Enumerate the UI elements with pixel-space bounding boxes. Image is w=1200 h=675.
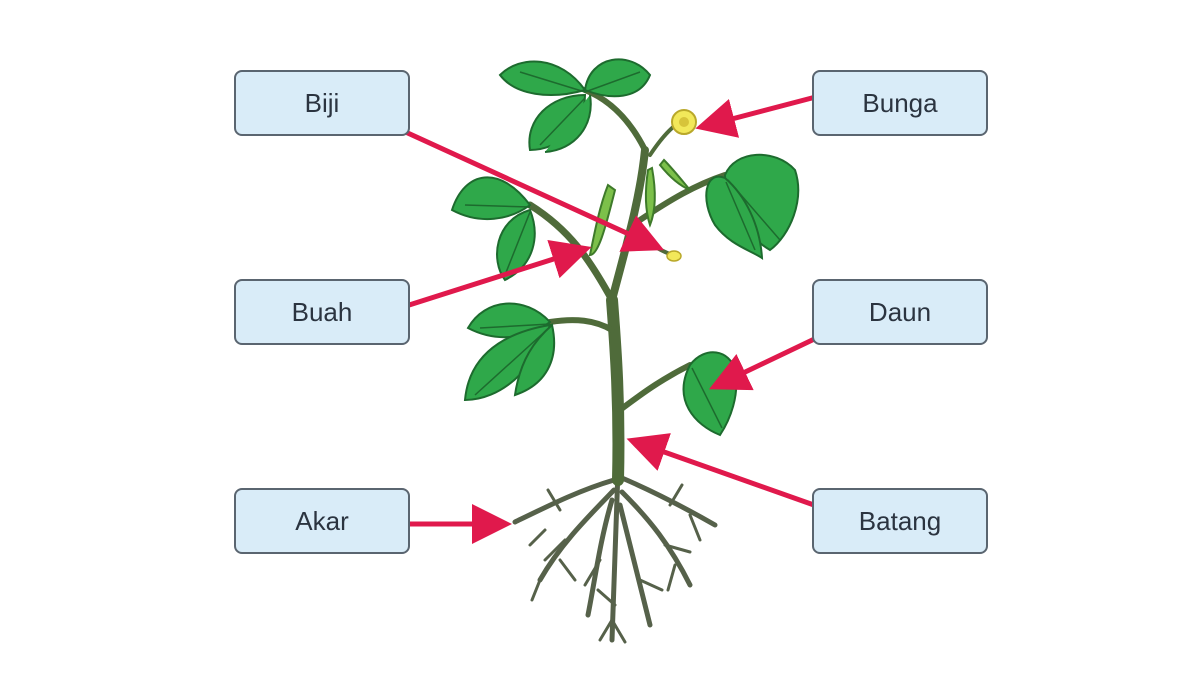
label-batang: Batang	[812, 488, 988, 554]
label-buah: Buah	[234, 279, 410, 345]
leaves	[450, 58, 800, 437]
label-daun: Daun	[812, 279, 988, 345]
label-biji-text: Biji	[304, 87, 340, 118]
label-biji: Biji	[234, 70, 410, 136]
label-daun-text: Daun	[868, 296, 932, 327]
label-bunga: Bunga	[812, 70, 988, 136]
arrow-buah	[381, 240, 592, 316]
flower	[671, 109, 697, 135]
label-akar-text: Akar	[295, 505, 349, 536]
roots	[512, 467, 718, 644]
arrow-batang	[626, 433, 831, 513]
label-batang-text: Batang	[858, 505, 942, 536]
seed	[666, 250, 682, 262]
label-bunga-text: Bunga	[862, 87, 938, 118]
arrow-biji	[385, 121, 665, 252]
label-akar: Akar	[234, 488, 410, 554]
label-buah-text: Buah	[291, 296, 353, 327]
